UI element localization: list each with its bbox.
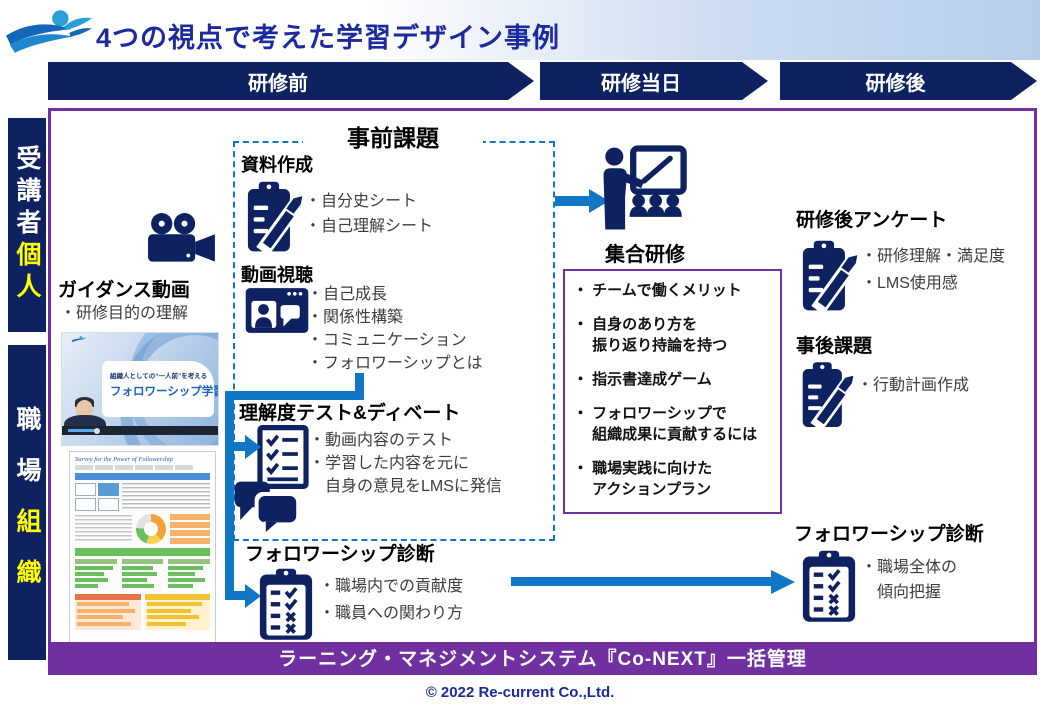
debate-speech-bubbles-icon	[234, 481, 301, 536]
post-survey-heading: 研修後アンケート	[796, 210, 948, 231]
recurrent-logo-icon	[6, 10, 92, 53]
post-survey-bullets: ・研修理解・満足度・LMS使用感	[861, 248, 1006, 292]
arrow-diagnosis-to-post	[511, 577, 771, 586]
branch-to-test-head	[245, 435, 261, 459]
sidebar-tab-organization-yellow: 組織	[13, 507, 41, 610]
presenter-face	[76, 400, 93, 419]
post-diagnosis-clipboard-check-icon	[802, 550, 856, 622]
guidance-video-thumbnail: 組織人としての“一人前”を考える フォロワーシップ学習	[61, 332, 219, 446]
sidebar-tab-individual-white: 受講者	[13, 145, 41, 241]
connector-horizontal	[225, 391, 364, 400]
pretask-title: 事前課題	[303, 119, 483, 153]
branch-to-test	[234, 442, 246, 451]
page-title: 4つの視点で考えた学習デザイン事例	[96, 23, 561, 53]
phase-day: 研修当日	[540, 62, 768, 100]
survey-section-header	[75, 473, 210, 480]
video-watch-bullets: ・自己成長・関係性構築・コミュニケーション・フォロワーシップとは	[307, 286, 483, 372]
mid-diagnosis-heading: フォロワーシップ診断	[245, 544, 435, 565]
survey-title: Survey for the Power of Followership	[75, 456, 174, 463]
video-call-icon	[245, 288, 309, 333]
post-task-clipboard-pencil-icon	[802, 362, 854, 432]
connector-step	[355, 373, 364, 395]
test-debate-heading: 理解度テスト&ディベート	[239, 403, 461, 424]
branch-to-diagnosis-head	[245, 584, 261, 608]
video-progress-handle	[94, 427, 100, 434]
main-frame: ガイダンス動画 ・研修目的の理解 組織人としての“一人前”を考える フォロワーシ…	[48, 108, 1037, 675]
survey-bottom-panels	[75, 594, 210, 630]
post-diagnosis-bullets: ・職場全体の 傾向把握	[861, 559, 958, 601]
post-diagnosis-heading: フォロワーシップ診断	[794, 524, 984, 545]
survey-donut-chart	[136, 514, 166, 544]
mid-diagnosis-clipboard-check-icon	[259, 568, 313, 640]
copyright: © 2022 Re-current Co.,Ltd.	[425, 684, 615, 701]
video-progress-fill	[68, 429, 96, 432]
video-subtitle: 組織人としての“一人前”を考える	[110, 373, 208, 380]
agenda-item: ・ フォロワーシップで 組織成果に貢献するには	[573, 405, 758, 443]
survey-quadrant-section	[75, 483, 210, 511]
post-survey-clipboard-pencil-icon	[802, 240, 858, 315]
header-band	[0, 0, 1040, 60]
phase-before: 研修前	[48, 62, 534, 100]
guidance-bullet: ・研修目的の理解	[60, 305, 189, 322]
survey-bar-columns	[75, 559, 211, 590]
video-logo-icon	[71, 336, 87, 343]
training-agenda-box: ・ チームで働くメリット ・ 自身のあり方を 振り返り持論を持つ ・ 指示書達成…	[563, 269, 782, 514]
sidebar-tab-organization-white: 職場	[13, 405, 41, 508]
survey-chips	[75, 465, 210, 470]
test-debate-bullets: ・動画内容のテスト・学習した内容を元に 自身の意見をLMSに発信	[309, 432, 502, 495]
movie-camera-icon	[148, 213, 215, 262]
group-training-icon	[603, 145, 687, 230]
video-title-panel: 組織人としての“一人前”を考える フォロワーシップ学習	[102, 361, 219, 417]
video-watch-heading: 動画視聴	[241, 265, 313, 285]
agenda-item: ・ 指示書達成ゲーム	[573, 371, 712, 388]
survey-donut-section	[75, 514, 210, 544]
post-task-heading: 事後課題	[796, 336, 873, 357]
agenda-item: ・ チームで働くメリット	[573, 282, 742, 299]
branch-to-diagnosis	[234, 591, 246, 600]
followership-survey-thumbnail: Survey for the Power of Followership	[69, 451, 216, 643]
lms-banner: ラーニング・マネジメントシステム『Co-NEXT』一括管理	[51, 642, 1034, 672]
material-heading: 資料作成	[241, 155, 313, 175]
phase-after: 研修後	[780, 62, 1037, 100]
guidance-heading: ガイダンス動画	[58, 280, 190, 301]
sidebar-tab-organization: 職場組織	[8, 345, 46, 660]
sidebar-tab-individual: 受講者個人	[8, 118, 46, 332]
arrow-pretask-to-training	[555, 196, 589, 206]
material-bullets: ・自分史シート・自己理解シート	[305, 193, 434, 235]
video-progress-bar	[62, 426, 218, 435]
mid-diagnosis-bullets: ・職場内での貢献度・職員への関わり方	[319, 578, 464, 622]
post-task-bullets: ・行動計画作成	[857, 377, 970, 394]
arrow-pretask-to-training-head	[589, 189, 609, 213]
connector-trunk	[225, 391, 234, 600]
agenda-item: ・ 自身のあり方を 振り返り持論を持つ	[573, 316, 728, 354]
agenda-item: ・ 職場実践に向けた アクションプラン	[573, 460, 713, 498]
group-training-heading: 集合研修	[605, 244, 685, 266]
sidebar-tab-individual-yellow: 個人	[13, 241, 41, 305]
arrow-diagnosis-to-post-head	[771, 570, 795, 594]
clipboard-pencil-icon	[247, 181, 303, 256]
video-title: フォロワーシップ学習	[110, 386, 219, 398]
survey-green-header	[75, 548, 210, 556]
